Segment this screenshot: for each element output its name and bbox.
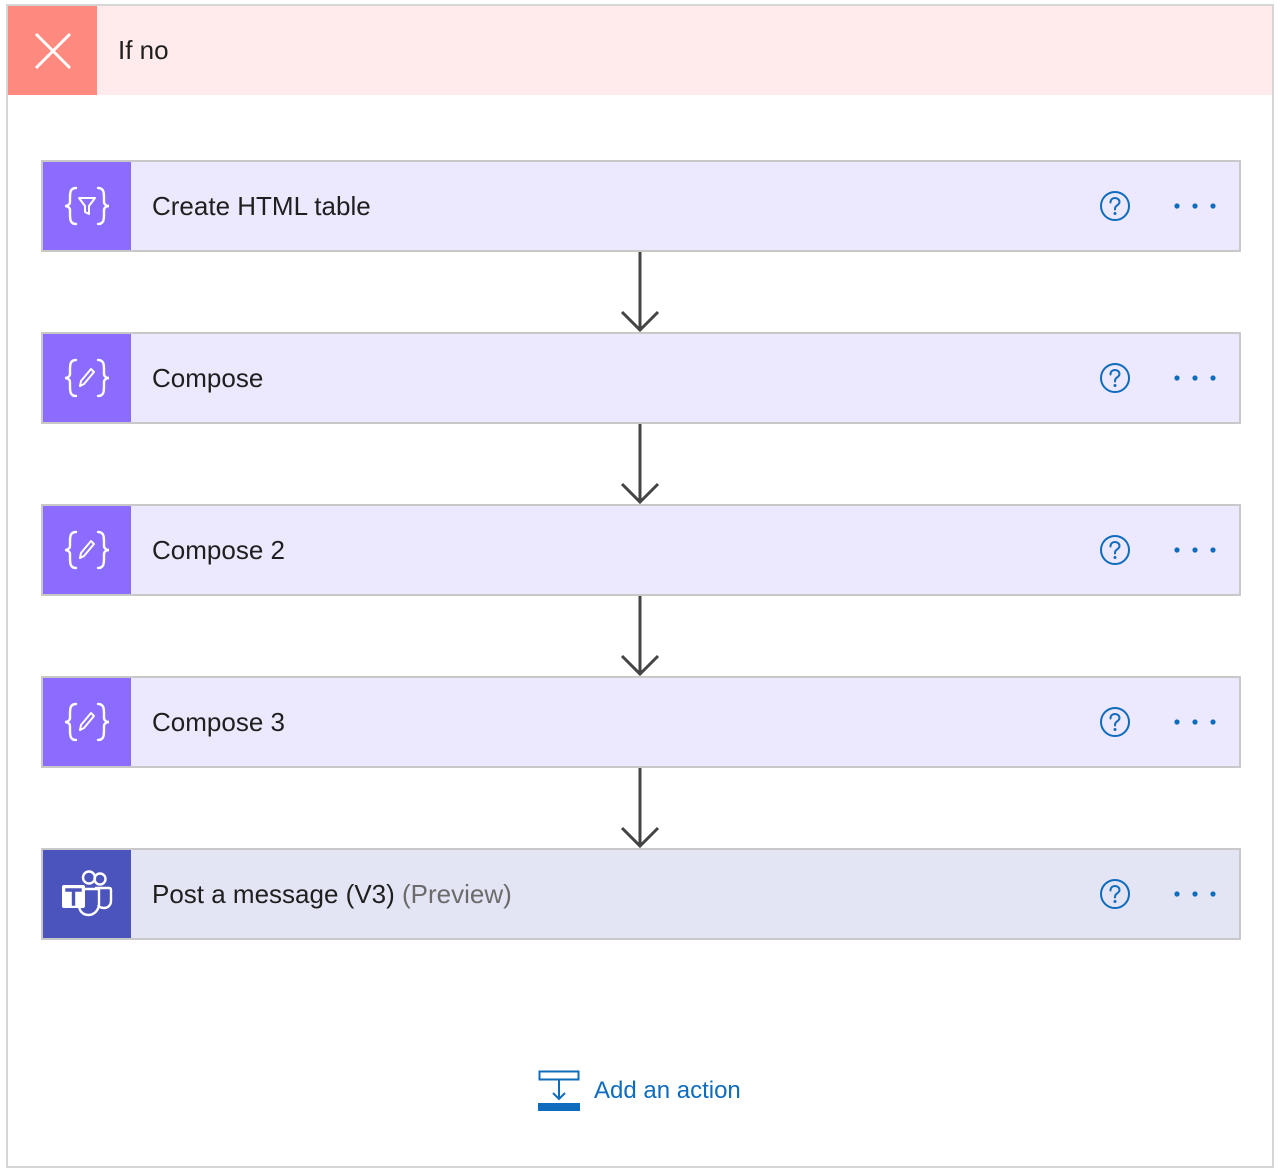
more-options-icon[interactable] [1173,706,1217,738]
data-operation-filter-icon [43,162,131,250]
help-icon[interactable] [1099,362,1131,394]
branch-header[interactable]: If no [8,6,1272,95]
action-card-compose-3[interactable]: Compose 3 [41,676,1241,768]
condition-branch-if-no: If no Create HTML table [6,4,1274,1168]
preview-label: (Preview) [402,878,512,909]
action-title: Create HTML table [152,190,371,221]
data-operation-compose-icon [43,334,131,422]
more-options-icon[interactable] [1173,878,1217,910]
action-title: Compose 2 [152,534,285,565]
help-icon[interactable] [1099,706,1131,738]
action-title-text: Post a message (V3) [152,878,395,909]
data-operation-compose-icon [43,506,131,594]
connector-arrow-icon [620,768,660,848]
action-title: Compose [152,362,264,393]
add-action-button[interactable]: Add an action [538,1070,741,1112]
connector-arrow-icon [620,424,660,504]
action-card-compose[interactable]: Compose [41,332,1241,424]
connector-arrow-icon [620,252,660,332]
add-action-icon [538,1070,580,1111]
close-icon [8,6,97,95]
more-options-icon[interactable] [1173,190,1217,222]
help-icon[interactable] [1099,534,1131,566]
action-title: Post a message (V3) (Preview) [152,879,1099,910]
add-action-label: Add an action [594,1077,741,1104]
teams-icon [43,850,131,938]
action-card-post-message[interactable]: Post a message (V3) (Preview) [41,848,1241,940]
action-title: Compose 3 [152,706,285,737]
help-icon[interactable] [1099,190,1131,222]
more-options-icon[interactable] [1173,362,1217,394]
action-card-create-html-table[interactable]: Create HTML table [41,160,1241,252]
more-options-icon[interactable] [1173,534,1217,566]
connector-arrow-icon [620,596,660,676]
action-card-compose-2[interactable]: Compose 2 [41,504,1241,596]
branch-title: If no [118,35,169,65]
data-operation-compose-icon [43,678,131,766]
help-icon[interactable] [1099,878,1131,910]
